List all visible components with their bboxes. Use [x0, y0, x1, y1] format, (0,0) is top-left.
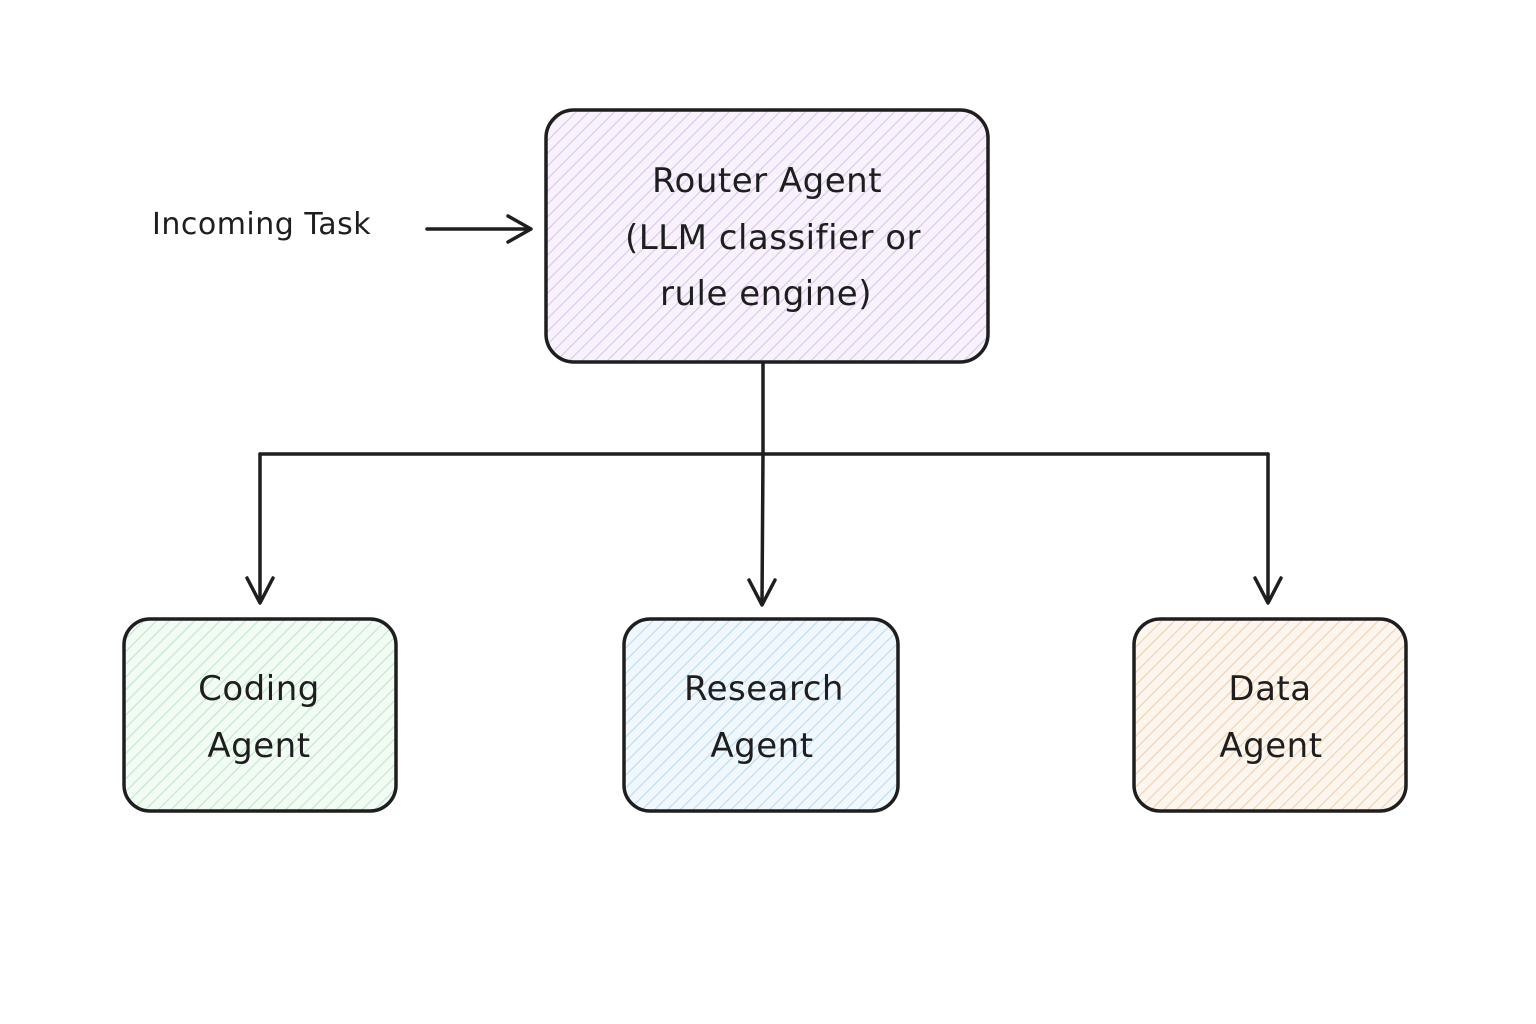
router-subtitle-line2: rule engine) — [660, 274, 872, 314]
incoming-arrow — [425, 214, 533, 244]
router-connectors — [245, 362, 1283, 607]
incoming-task-label: Incoming Task — [152, 207, 371, 242]
data-agent-line1: Data — [1228, 669, 1311, 709]
arrow-to-research-agent — [747, 452, 777, 607]
data-agent-line2: Agent — [1219, 726, 1322, 766]
router-title: Router Agent — [652, 161, 882, 201]
research-agent-line2: Agent — [710, 726, 813, 766]
coding-agent-line1: Coding — [198, 669, 320, 709]
research-agent-line1: Research — [684, 669, 844, 709]
data-agent-box: Data Agent — [1132, 617, 1408, 813]
research-agent-box: Research Agent — [622, 617, 900, 813]
arrow-to-data-agent — [1253, 452, 1283, 605]
coding-agent-box: Coding Agent — [122, 617, 398, 813]
coding-agent-line2: Agent — [207, 726, 310, 766]
router-subtitle-line1: (LLM classifier or — [625, 218, 921, 258]
arrow-to-coding-agent — [245, 452, 275, 605]
router-agent-box: Router Agent (LLM classifier or rule eng… — [544, 108, 990, 364]
